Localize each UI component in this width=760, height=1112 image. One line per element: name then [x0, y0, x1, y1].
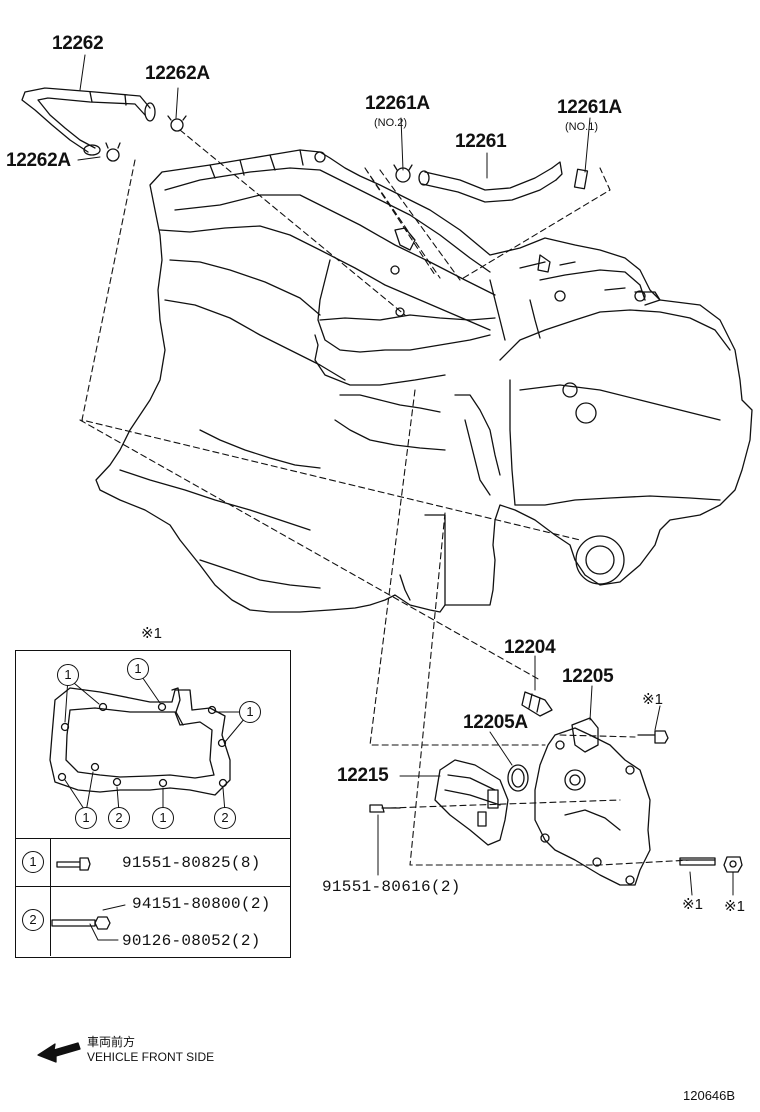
callout-12205: 12205 — [562, 666, 614, 687]
separator-12215-drawing — [434, 759, 509, 846]
gasket-callout-1-d: 1 — [75, 807, 97, 829]
callout-12261a-no2: 12261A — [365, 93, 430, 114]
legend-bolt-icons — [51, 857, 126, 941]
gasket-callout-2-a: 2 — [108, 807, 130, 829]
engine-assembly-outline — [95, 149, 753, 613]
fastener-drawings — [369, 730, 743, 873]
assembly-leader-lines — [79, 129, 691, 866]
legend-row1-part: 91551-80825(8) — [122, 854, 261, 872]
pcv-valve-12204-drawing — [521, 691, 553, 717]
gasket-callout-1-e: 1 — [152, 807, 174, 829]
callout-12204: 12204 — [504, 637, 556, 658]
legend-divider-1 — [15, 838, 290, 839]
callout-12261a-no1-sub: (NO.1) — [565, 121, 598, 133]
gasket-detail-drawing — [49, 687, 231, 796]
gasket-callout-1-b: 1 — [127, 658, 149, 680]
callout-12261a-no2-sub: (NO.2) — [374, 117, 407, 129]
note-mark-nut: ※1 — [724, 898, 745, 915]
legend-row2-part-b: 90126-08052(2) — [122, 932, 261, 950]
grommet-12205a-drawing — [507, 764, 529, 792]
legend-row2-marker: 2 — [22, 909, 44, 931]
callout-12262a-top: 12262A — [145, 63, 210, 84]
callout-12262a-left: 12262A — [6, 150, 71, 171]
clip-12262a-drawing — [105, 115, 187, 162]
separator-cover-drawing — [534, 717, 651, 886]
callout-12205a: 12205A — [463, 712, 528, 733]
detail-legend-box — [15, 650, 291, 958]
vehicle-front-jp: 車両前方 — [87, 1035, 136, 1049]
hose-12262-drawing — [21, 87, 156, 156]
legend-divider-2 — [15, 886, 290, 887]
figure-code: 120646B — [683, 1088, 736, 1103]
grommet-12205a-inner — [511, 768, 525, 788]
note-mark-stud: ※1 — [682, 896, 703, 913]
legend-column-divider — [50, 838, 51, 956]
callout-12261a-no1: 12261A — [557, 97, 622, 118]
gasket-callout-leaders — [64, 670, 251, 813]
gasket-callout-1-c: 1 — [239, 701, 261, 723]
vehicle-front-en: VEHICLE FRONT SIDE — [87, 1050, 215, 1064]
vehicle-front-arrow — [37, 1042, 81, 1063]
legend-row2-part-a: 94151-80800(2) — [132, 895, 271, 913]
detail-title: ※1 — [141, 625, 162, 642]
gasket-callout-2-b: 2 — [214, 807, 236, 829]
legend-row1-marker: 1 — [22, 851, 44, 873]
note-mark-bolt: ※1 — [642, 691, 663, 708]
label-leaders — [77, 54, 734, 896]
callout-12262: 12262 — [52, 33, 104, 54]
callout-12215: 12215 — [337, 765, 389, 786]
hose-12261-drawing — [393, 161, 589, 203]
callout-91551-80616: 91551-80616(2) — [322, 878, 461, 896]
gasket-callout-1-a: 1 — [57, 664, 79, 686]
callout-12261: 12261 — [455, 131, 507, 152]
